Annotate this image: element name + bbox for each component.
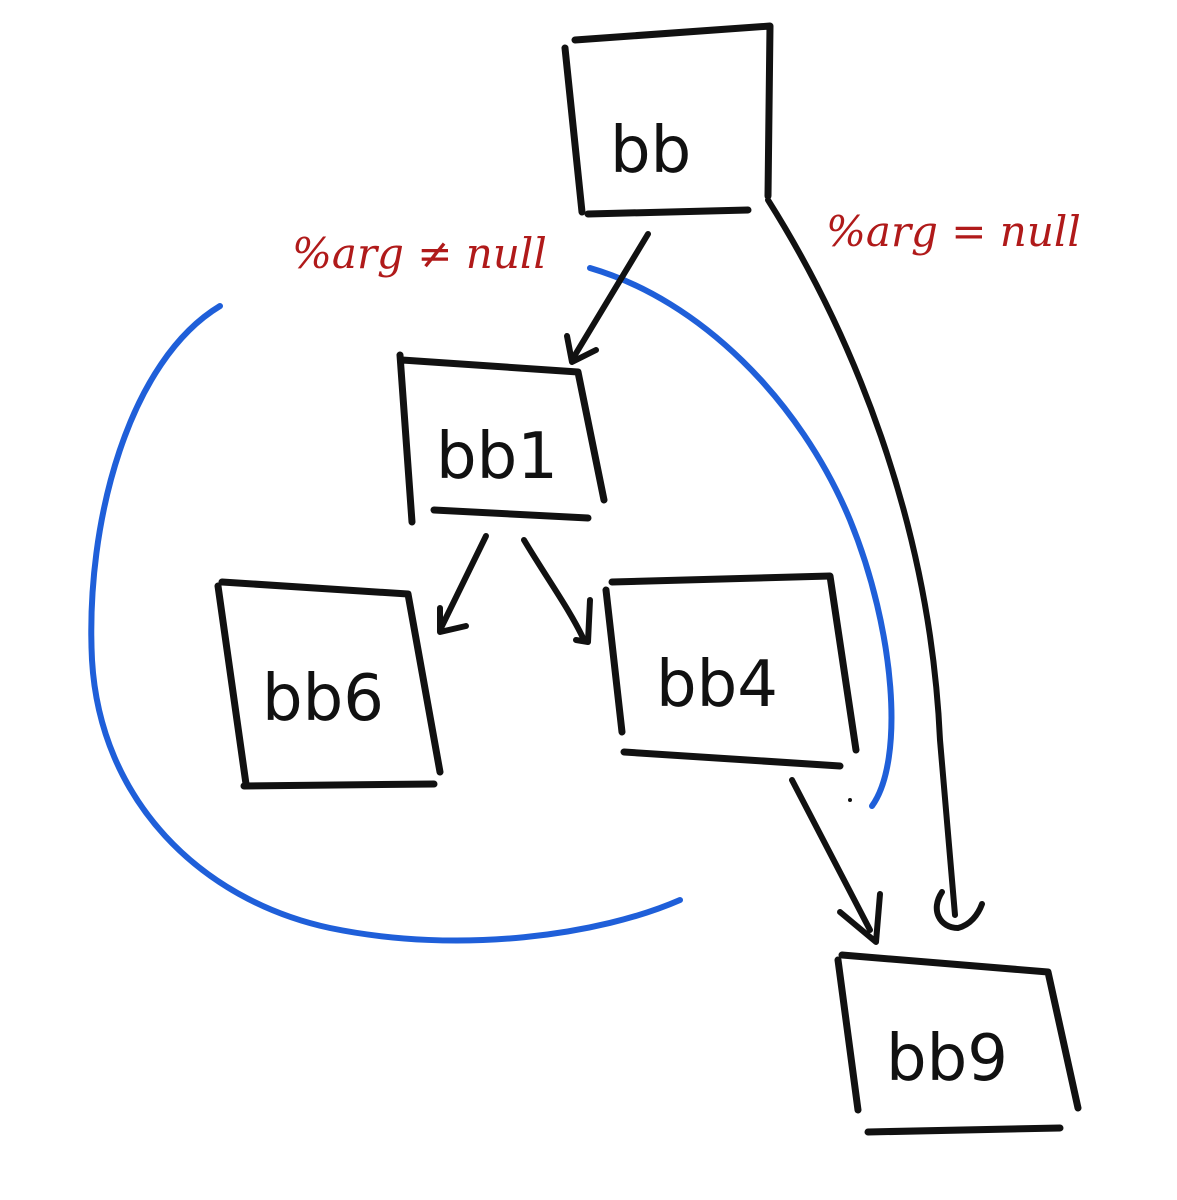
node-bb1[interactable]: bb1 bbox=[396, 351, 608, 526]
region-outline-right-arc bbox=[587, 265, 895, 809]
edge-bb1-to-bb4 bbox=[521, 537, 593, 645]
node-bb6[interactable]: bb6 bbox=[214, 578, 444, 790]
node-bb-border bbox=[561, 22, 774, 218]
edge-bb4-to-bb9 bbox=[789, 777, 883, 945]
node-bb4[interactable]: bb4 bbox=[602, 572, 860, 770]
node-bb4-label: bb4 bbox=[656, 648, 778, 722]
edge-bb-to-bb1-line bbox=[569, 231, 651, 363]
region-outline-left-arc bbox=[88, 303, 683, 944]
edge-label-arg-not-null: %arg ≠ null bbox=[292, 229, 547, 278]
node-bb9-border bbox=[834, 951, 1082, 1136]
edge-bb1-to-bb6 bbox=[437, 533, 489, 635]
edge-bb4-to-bb9-line bbox=[789, 777, 873, 933]
edge-bb-to-bb1 bbox=[564, 231, 651, 365]
node-bb1-border bbox=[396, 351, 608, 526]
node-bb[interactable]: bb bbox=[561, 22, 774, 218]
edge-bb1-to-bb4-arrowhead bbox=[573, 597, 593, 645]
node-bb6-border bbox=[214, 578, 444, 790]
edge-label-arg-equals-null: %arg = null bbox=[826, 207, 1081, 256]
edge-bb-to-bb9-line bbox=[765, 197, 958, 918]
node-bb9[interactable]: bb9 bbox=[834, 951, 1082, 1136]
edge-bb1-to-bb4-line bbox=[521, 537, 587, 643]
node-bb1-label: bb1 bbox=[436, 420, 558, 494]
node-bb-label: bb bbox=[610, 114, 691, 188]
edge-bb-to-bb9 bbox=[765, 197, 985, 931]
edge-bb-to-bb9-arrowhead bbox=[933, 889, 985, 931]
node-bb9-label: bb9 bbox=[886, 1022, 1008, 1096]
node-bb4-border bbox=[602, 572, 860, 770]
edge-bb4-to-bb9-arrowhead bbox=[837, 891, 883, 945]
stray-mark bbox=[848, 798, 852, 802]
node-bb6-label: bb6 bbox=[262, 662, 384, 736]
edge-bb1-to-bb6-line bbox=[437, 533, 489, 633]
edge-bb-to-bb1-arrowhead bbox=[564, 333, 599, 365]
edge-bb1-to-bb6-arrowhead bbox=[437, 605, 469, 635]
